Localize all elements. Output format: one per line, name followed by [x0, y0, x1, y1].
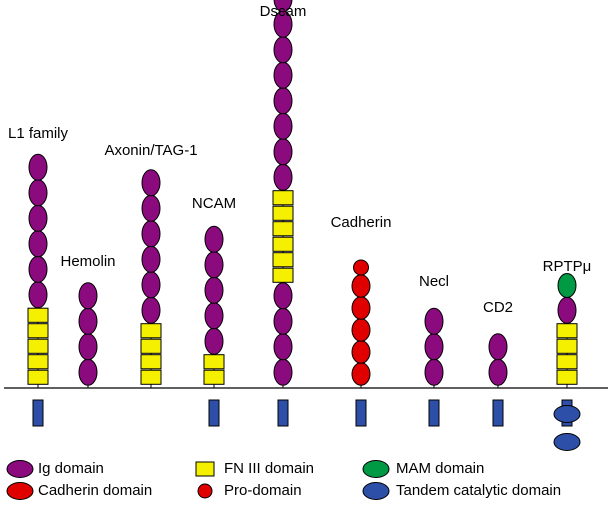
axonin-tag-1-fn3-domain-4: [140, 323, 162, 339]
axonin-tag-1-fn3-domain-1: [140, 369, 162, 385]
l1-family-transmembrane-segment: [32, 399, 44, 427]
legend-swatch-cadherin-domain: [6, 482, 34, 500]
protein-label-hemolin: Hemolin: [60, 253, 116, 270]
cadherin-transmembrane-segment: [355, 399, 367, 427]
necl-ig-domain-3: [424, 307, 444, 335]
dscam-ig-domain-2: [273, 333, 293, 361]
l1-family-ig-domain-10: [28, 179, 48, 207]
dscam-ig-domain-1: [273, 358, 293, 386]
rptp-fn3-domain-2: [556, 354, 578, 370]
ncam-ig-domain-7: [204, 225, 224, 253]
protein-label-cd2: CD2: [482, 299, 514, 316]
l1-family-ig-domain-11: [28, 153, 48, 181]
dscam-ig-domain-18: [273, 0, 293, 13]
l1-family-fn3-domain-3: [27, 338, 49, 354]
protein-label-dscam: Dscam: [259, 3, 307, 20]
l1-family-ig-domain-7: [28, 255, 48, 283]
rptp-mam-domain-6: [557, 273, 577, 298]
l1-family-fn3-domain-5: [27, 307, 49, 323]
protein-label-axonin-tag-1: Axonin/TAG-1: [104, 142, 198, 159]
dscam-ig-domain-4: [273, 282, 293, 310]
rptp-catalytic-domain-1: [553, 405, 581, 423]
ncam-fn3-domain-2: [203, 354, 225, 370]
rptp-ig-domain-5: [557, 296, 577, 324]
dscam-ig-domain-16: [273, 36, 293, 64]
dscam-fn3-domain-7: [272, 236, 294, 252]
cd2-transmembrane-segment: [492, 399, 504, 427]
legend-swatch-tandem-catalytic-domain: [362, 482, 390, 500]
legend-label-cadherin-domain: Cadherin domain: [38, 482, 153, 499]
legend-swatch-fn-iii-domain: [195, 461, 215, 477]
legend-swatch-mam-domain: [362, 460, 390, 478]
hemolin-ig-domain-1: [78, 358, 98, 386]
hemolin-ig-domain-4: [78, 282, 98, 310]
ncam-ig-domain-4: [204, 302, 224, 330]
necl-transmembrane-segment: [428, 399, 440, 427]
dscam-ig-domain-12: [273, 138, 293, 166]
axonin-tag-1-fn3-domain-3: [140, 338, 162, 354]
ncam-ig-domain-3: [204, 327, 224, 355]
axonin-tag-1-ig-domain-10: [141, 169, 161, 197]
l1-family-fn3-domain-1: [27, 369, 49, 385]
legend-label-tandem-catalytic-domain: Tandem catalytic domain: [396, 482, 562, 499]
l1-family-fn3-domain-4: [27, 323, 49, 339]
dscam-fn3-domain-6: [272, 252, 294, 268]
axonin-tag-1-fn3-domain-2: [140, 354, 162, 370]
cadherin-cadherin-domain-1: [351, 362, 371, 386]
l1-family-ig-domain-9: [28, 204, 48, 232]
rptp-fn3-domain-1: [556, 369, 578, 385]
hemolin-ig-domain-3: [78, 307, 98, 335]
rptp-catalytic-domain-2: [553, 433, 581, 451]
dscam-fn3-domain-10: [272, 190, 294, 206]
dscam-ig-domain-14: [273, 87, 293, 115]
dscam-ig-domain-13: [273, 112, 293, 140]
dscam-ig-domain-11: [273, 163, 293, 191]
axonin-tag-1-ig-domain-7: [141, 245, 161, 273]
protein-label-rptp: RPTPμ: [542, 258, 592, 275]
legend-swatch-pro-domain: [197, 483, 213, 499]
ncam-fn3-domain-1: [203, 369, 225, 385]
cadherin-cadherin-domain-3: [351, 318, 371, 342]
dscam-transmembrane-segment: [277, 399, 289, 427]
rptp-fn3-domain-3: [556, 338, 578, 354]
protein-label-ncam: NCAM: [191, 195, 237, 212]
axonin-tag-1-ig-domain-9: [141, 194, 161, 222]
axonin-tag-1-ig-domain-8: [141, 220, 161, 248]
ncam-ig-domain-6: [204, 251, 224, 279]
legend-label-mam-domain: MAM domain: [396, 460, 485, 477]
cadherin-cadherin-domain-5: [351, 274, 371, 298]
protein-label-l1-family: L1 family: [7, 125, 69, 142]
legend-label-ig-domain: Ig domain: [38, 460, 104, 477]
cadherin-cadherin-domain-4: [351, 296, 371, 320]
l1-family-ig-domain-6: [28, 281, 48, 309]
rptp-fn3-domain-4: [556, 323, 578, 339]
l1-family-ig-domain-8: [28, 230, 48, 258]
dscam-fn3-domain-5: [272, 267, 294, 283]
legend-label-pro-domain: Pro-domain: [224, 482, 302, 499]
necl-ig-domain-2: [424, 333, 444, 361]
legend-swatch-ig-domain: [6, 460, 34, 478]
ncam-ig-domain-5: [204, 276, 224, 304]
cd2-ig-domain-2: [488, 333, 508, 361]
l1-family-fn3-domain-2: [27, 354, 49, 370]
dscam-fn3-domain-8: [272, 221, 294, 237]
legend-label-fn-iii-domain: FN III domain: [224, 460, 315, 477]
cadherin-pro-domain-6: [353, 259, 369, 276]
ncam-transmembrane-segment: [208, 399, 220, 427]
axonin-tag-1-ig-domain-6: [141, 271, 161, 299]
dscam-ig-domain-15: [273, 61, 293, 89]
cadherin-cadherin-domain-2: [351, 340, 371, 364]
hemolin-ig-domain-2: [78, 333, 98, 361]
necl-ig-domain-1: [424, 358, 444, 386]
cd2-ig-domain-1: [488, 358, 508, 386]
dscam-ig-domain-3: [273, 307, 293, 335]
axonin-tag-1-ig-domain-5: [141, 296, 161, 324]
protein-label-necl: Necl: [418, 273, 450, 290]
dscam-fn3-domain-9: [272, 205, 294, 221]
protein-label-cadherin: Cadherin: [330, 214, 392, 231]
